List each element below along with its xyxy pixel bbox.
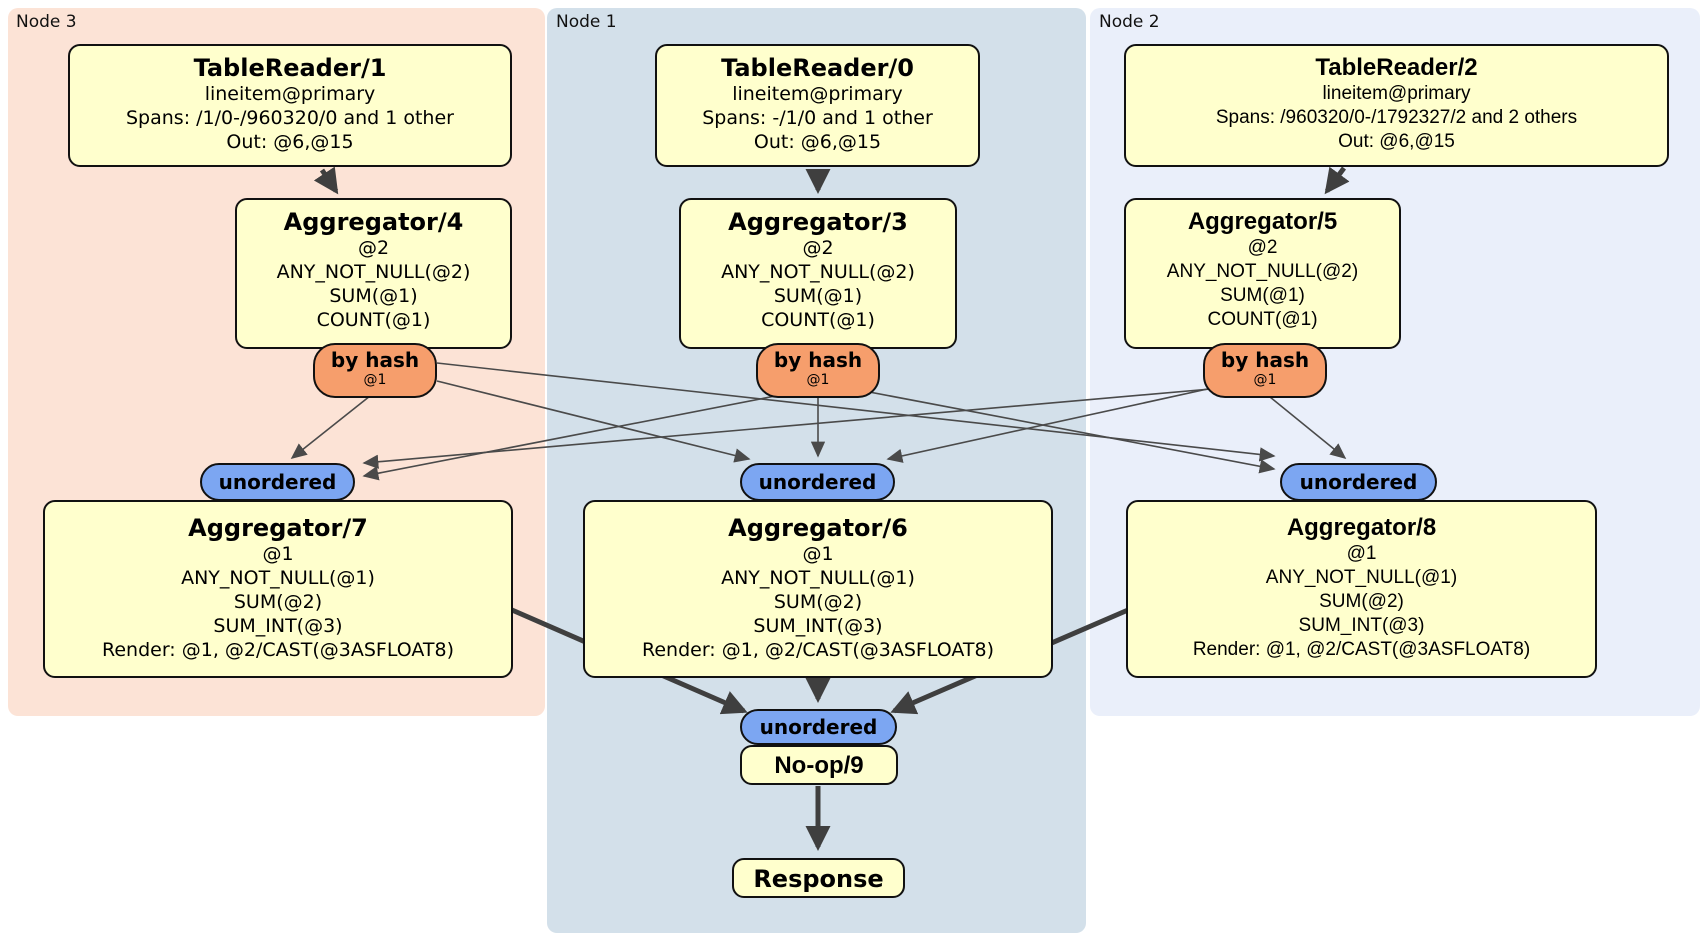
router-by-hash-node3: by hash @1 bbox=[313, 343, 437, 398]
node1-label: Node 1 bbox=[556, 12, 617, 32]
box-line: SUM(@1) bbox=[1220, 285, 1305, 306]
router-label: by hash bbox=[1220, 348, 1310, 372]
sync-label: unordered bbox=[1299, 470, 1418, 494]
box-line: @2 bbox=[1247, 237, 1278, 258]
box-line: ANY_NOT_NULL(@1) bbox=[721, 567, 915, 589]
router-by-hash-node1: by hash @1 bbox=[756, 343, 880, 398]
box-line: SUM(@1) bbox=[773, 285, 863, 307]
box-line: SUM(@1) bbox=[329, 285, 418, 307]
box-line: Out: @6,@15 bbox=[753, 131, 882, 153]
sync-unordered-final: unordered bbox=[740, 709, 897, 745]
box-line: Out: @6,@15 bbox=[226, 131, 354, 153]
box-line: SUM(@2) bbox=[1319, 591, 1404, 612]
router-label: by hash bbox=[773, 348, 863, 372]
processor-title: Response bbox=[753, 865, 884, 893]
box-line: @1 bbox=[802, 543, 834, 565]
box-line: SUM_INT(@3) bbox=[753, 615, 883, 637]
processor-title: TableReader/0 bbox=[721, 54, 914, 82]
sync-unordered-node1: unordered bbox=[740, 463, 895, 501]
node3-label: Node 3 bbox=[16, 12, 77, 32]
box-line: SUM(@2) bbox=[773, 591, 863, 613]
box-line: @2 bbox=[357, 237, 390, 259]
box-line: @1 bbox=[1346, 543, 1377, 564]
box-line: lineitem@primary bbox=[1322, 83, 1471, 104]
processor-title: Aggregator/6 bbox=[728, 514, 908, 542]
router-stream-edges bbox=[290, 362, 1347, 481]
box-line: Spans: /960320/0-/1792327/2 and 2 others bbox=[1215, 107, 1578, 128]
box-line: lineitem@primary bbox=[732, 83, 903, 105]
node2-label: Node 2 bbox=[1099, 12, 1160, 32]
processor-title: Aggregator/3 bbox=[728, 208, 908, 236]
router-by-hash-node2: by hash @1 bbox=[1203, 343, 1327, 398]
processor-title: No-op/9 bbox=[774, 752, 864, 779]
box-line: COUNT(@1) bbox=[316, 309, 431, 331]
box-line: lineitem@primary bbox=[204, 83, 376, 105]
sync-unordered-node2: unordered bbox=[1280, 463, 1437, 501]
box-line: ANY_NOT_NULL(@2) bbox=[276, 261, 471, 283]
box-line: Spans: -/1/0 and 1 other bbox=[702, 107, 933, 129]
sync-label: unordered bbox=[759, 715, 878, 739]
box-line: ANY_NOT_NULL(@1) bbox=[1265, 567, 1458, 588]
box-line: Render: @1, @2/CAST(@3ASFLOAT8) bbox=[1192, 639, 1531, 660]
router-label: by hash bbox=[330, 348, 420, 372]
router-detail: @1 bbox=[806, 372, 830, 388]
box-line: @2 bbox=[802, 237, 834, 259]
sync-label: unordered bbox=[758, 470, 877, 494]
processor-title: TableReader/1 bbox=[193, 54, 387, 82]
processor-title: Aggregator/7 bbox=[188, 514, 368, 542]
processor-title: Aggregator/5 bbox=[1187, 208, 1338, 235]
sync-unordered-node3: unordered bbox=[200, 463, 355, 501]
processor-title: Aggregator/8 bbox=[1286, 514, 1437, 541]
box-line: SUM_INT(@3) bbox=[1298, 615, 1425, 636]
response-box: Response bbox=[732, 858, 905, 898]
box-line: ANY_NOT_NULL(@2) bbox=[1166, 261, 1359, 282]
box-line: SUM_INT(@3) bbox=[213, 615, 343, 637]
box-line: ANY_NOT_NULL(@2) bbox=[721, 261, 915, 283]
router-detail: @1 bbox=[363, 372, 387, 388]
box-line: COUNT(@1) bbox=[1207, 309, 1318, 330]
box-line: Out: @6,@15 bbox=[1338, 131, 1455, 152]
router-detail: @1 bbox=[1253, 372, 1277, 388]
processor-title: TableReader/2 bbox=[1315, 54, 1478, 81]
processor-title: Aggregator/4 bbox=[283, 208, 464, 236]
box-line: SUM(@2) bbox=[233, 591, 323, 613]
sync-label: unordered bbox=[218, 470, 337, 494]
box-line: Render: @1, @2/CAST(@3ASFLOAT8) bbox=[642, 639, 994, 661]
box-line: ANY_NOT_NULL(@1) bbox=[181, 567, 375, 589]
box-line: Render: @1, @2/CAST(@3ASFLOAT8) bbox=[102, 639, 454, 661]
processor-noop-9: No-op/9 bbox=[740, 745, 898, 785]
box-line: Spans: /1/0-/960320/0 and 1 other bbox=[126, 107, 454, 129]
box-line: @1 bbox=[262, 543, 294, 565]
box-line: COUNT(@1) bbox=[761, 309, 875, 331]
